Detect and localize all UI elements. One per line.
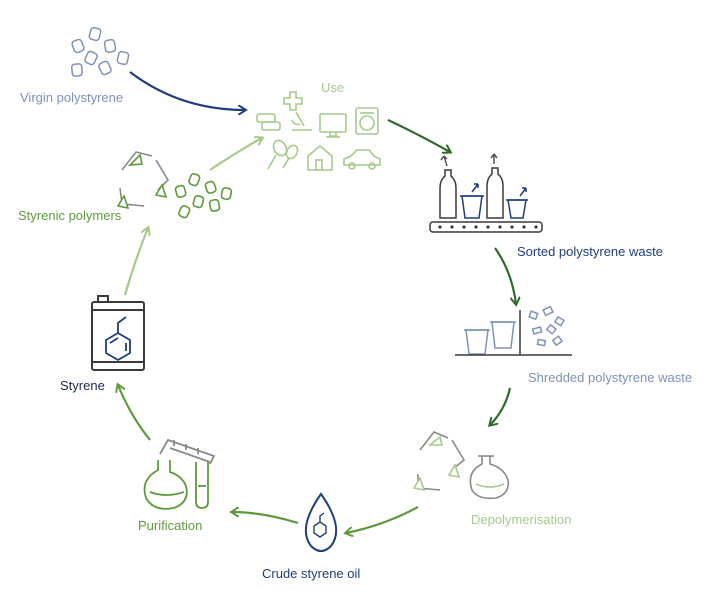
arrow-polymers-to-use: [209, 138, 262, 171]
arrow-virgin-to-use: [129, 71, 245, 110]
condenser-icon: [159, 438, 216, 465]
styrene-barrel-icon: [91, 295, 145, 371]
monitor-icon: [319, 113, 347, 138]
sport-icon: [267, 139, 299, 170]
arrow-styrene-to-polymers: [123, 228, 148, 296]
arrow-purification-to-styrene: [118, 385, 151, 441]
depolymerisation-icon: [412, 431, 510, 500]
distillation-apparatus-icon: [143, 460, 209, 510]
pill-box-icon: [256, 113, 281, 131]
label-virgin-polystyrene: Virgin polystyrene: [20, 90, 124, 105]
shredded-waste-icon: [455, 305, 572, 356]
styrenic-polymers-icon: [116, 151, 233, 219]
label-styrenic-polymers: Styrenic polymers: [18, 208, 122, 223]
use-icons: [256, 91, 381, 171]
arrow-sorted-to-shredded: [494, 247, 516, 304]
arrow-use-to-sorted: [387, 119, 450, 152]
virgin-pellets-icon: [70, 26, 130, 77]
oil-drop-icon: [304, 492, 338, 552]
label-sorted-polystyrene-waste: Sorted polystyrene waste: [517, 244, 663, 259]
label-use: Use: [321, 80, 345, 95]
label-depolymerisation: Depolymerisation: [471, 512, 572, 527]
recycle-arrows-icon: [119, 151, 170, 207]
label-crude-styrene-oil: Crude styrene oil: [262, 566, 361, 581]
microscope-icon: [283, 91, 312, 131]
label-purification: Purification: [138, 518, 203, 533]
label-styrene: Styrene: [60, 378, 105, 393]
washing-machine-icon: [355, 107, 379, 135]
house-icon: [307, 144, 333, 171]
car-icon: [343, 149, 381, 170]
arrow-crude-to-purification: [232, 512, 299, 525]
arrow-shredded-to-depoly: [490, 387, 512, 425]
polymer-pellets-icon: [174, 172, 233, 219]
label-shredded-polystyrene-waste: Shredded polystyrene waste: [528, 370, 693, 385]
arrow-depoly-to-crude: [346, 506, 419, 533]
sorted-waste-icon: [429, 153, 543, 233]
flask-icon: [469, 455, 510, 500]
